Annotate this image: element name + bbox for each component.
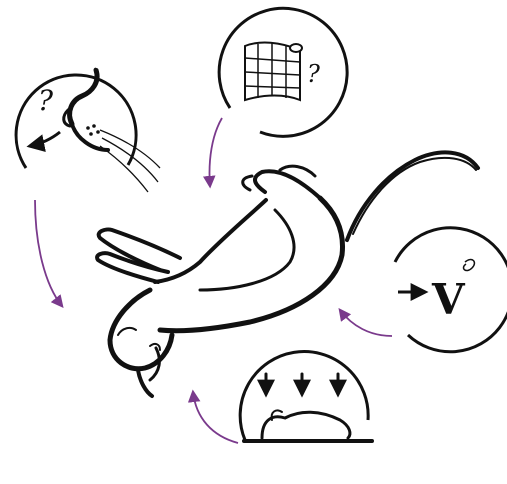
map-question-mark: ? <box>307 60 320 88</box>
whiskers <box>99 129 161 193</box>
v-swirl <box>462 258 476 272</box>
cat-body <box>95 150 480 398</box>
connector-arrows <box>34 117 393 444</box>
pressure-panel <box>238 350 374 443</box>
arrow-face-to-cat <box>34 199 64 308</box>
map-icon <box>244 41 303 102</box>
v-signal-panel: V <box>393 226 507 354</box>
face-question-mark: ? <box>38 84 54 117</box>
pressure-icon <box>242 372 374 443</box>
face-turn-arrow-icon <box>26 130 61 152</box>
cat-face-panel: ? <box>14 67 161 193</box>
map-panel: ? <box>217 6 349 138</box>
v-signal-icon: V <box>431 275 466 324</box>
arrow-map-to-cat <box>202 117 223 189</box>
arrow-pressure-to-cat <box>187 389 239 444</box>
arrow-v-to-cat <box>338 307 393 337</box>
